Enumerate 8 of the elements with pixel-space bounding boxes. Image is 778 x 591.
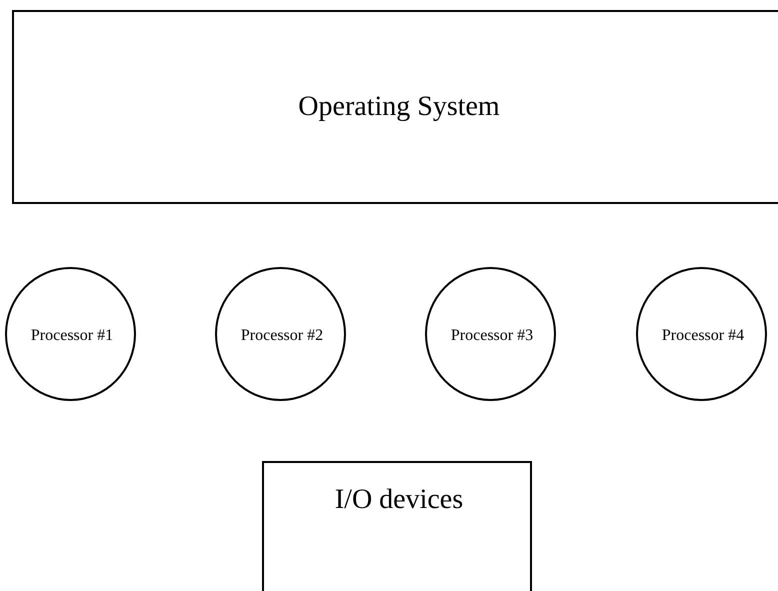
node-label: Processor #3 (450, 327, 534, 345)
node-label: Processor #1 (30, 327, 114, 345)
node-label: Processor #4 (662, 327, 744, 345)
operating-system-box (12, 10, 778, 204)
node-label: Processor #2 (240, 327, 324, 345)
node-label: I/O devices (334, 484, 464, 516)
io-devices-box (262, 461, 532, 591)
node-label: Operating System (298, 91, 500, 123)
